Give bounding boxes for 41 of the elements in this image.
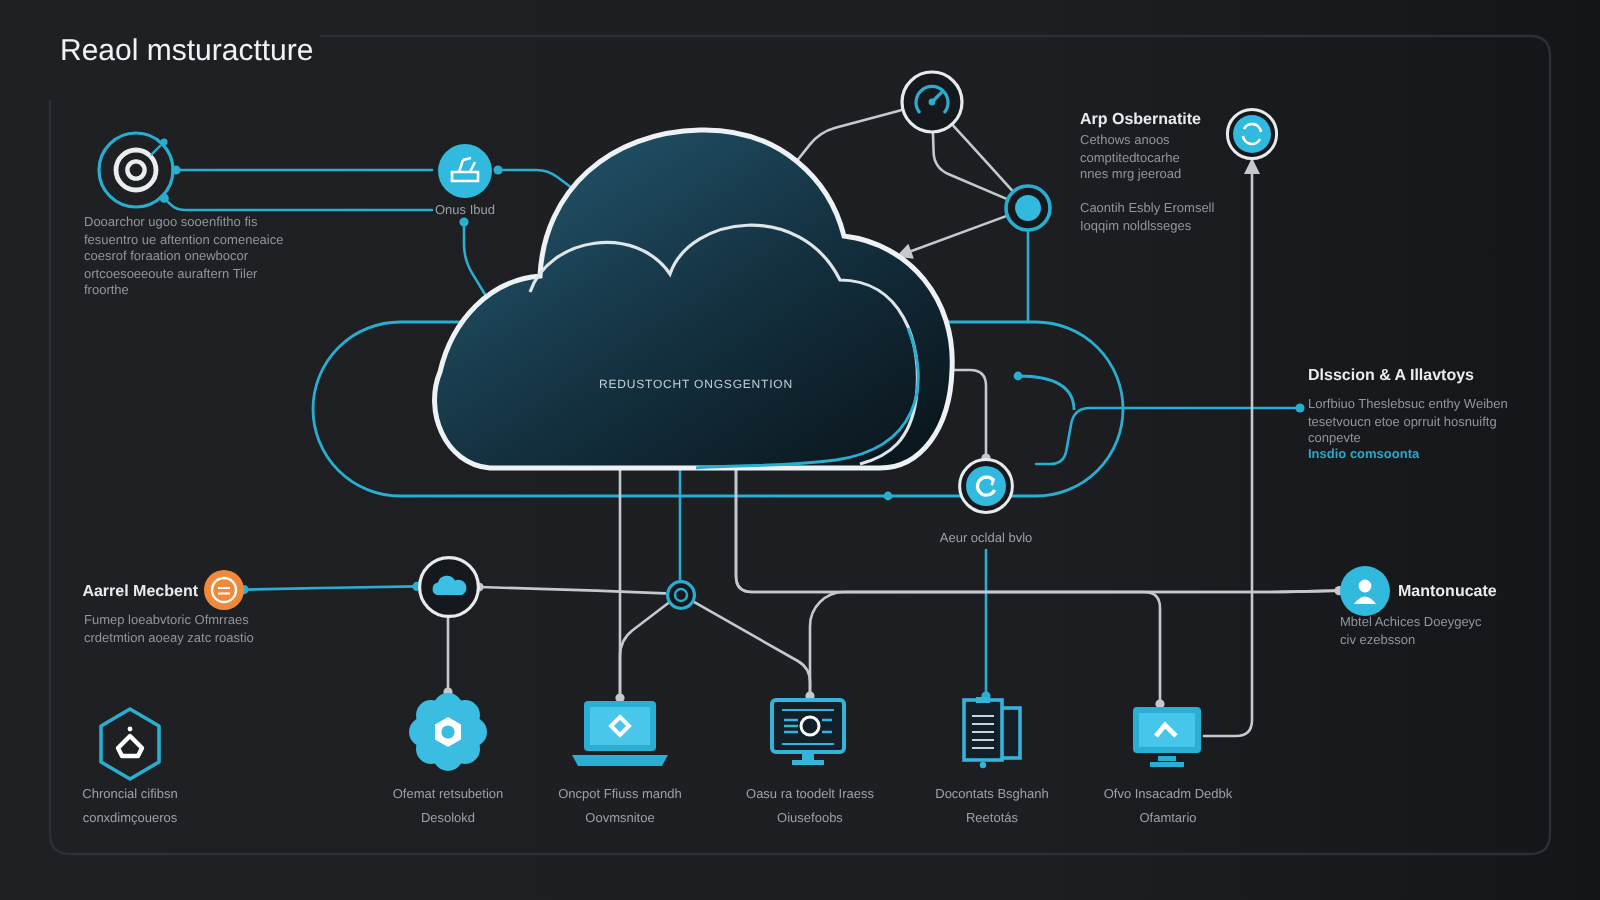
cloud-shape [436, 128, 956, 470]
laptop-icon [570, 698, 670, 770]
section-heading: Mantonucate [1398, 582, 1497, 602]
coin-icon [204, 570, 244, 610]
connector [493, 165, 574, 190]
connector [734, 466, 1165, 709]
connector [950, 368, 991, 463]
section-heading: Dlsscion & A Illavtoys [1308, 366, 1474, 386]
ring-dot-icon [1004, 184, 1052, 232]
monitor-icon [768, 696, 848, 770]
connector [615, 466, 625, 703]
ring-icon [665, 579, 695, 609]
cloud-icon [417, 555, 479, 617]
connector [1034, 403, 1305, 466]
diagram-title: Reaol msturactture [60, 34, 314, 70]
arrow [1202, 158, 1260, 738]
document-icon [958, 696, 1026, 770]
connector [443, 615, 453, 697]
connector [159, 193, 434, 212]
connector [1026, 230, 1030, 324]
gauge-icon [900, 70, 964, 134]
connector [678, 466, 682, 581]
user-icon [1339, 565, 1389, 615]
connector [474, 582, 667, 595]
section-heading: Aarrel Mecbent [82, 582, 198, 602]
connector [952, 124, 1014, 192]
section-heading: Arp Osbernatite [1080, 110, 1201, 130]
target-icon [96, 130, 176, 210]
connector [808, 589, 1341, 698]
connector [691, 600, 815, 701]
connector [931, 132, 1008, 200]
arrow [896, 215, 1007, 259]
hexagon-icon [96, 706, 164, 782]
connector [794, 108, 903, 164]
connector [459, 217, 488, 298]
sync-icon [1226, 108, 1278, 160]
connector [618, 601, 670, 700]
connector [171, 165, 434, 175]
gear-icon [406, 692, 490, 772]
connector [981, 548, 991, 701]
monitor-icon [1130, 704, 1204, 768]
